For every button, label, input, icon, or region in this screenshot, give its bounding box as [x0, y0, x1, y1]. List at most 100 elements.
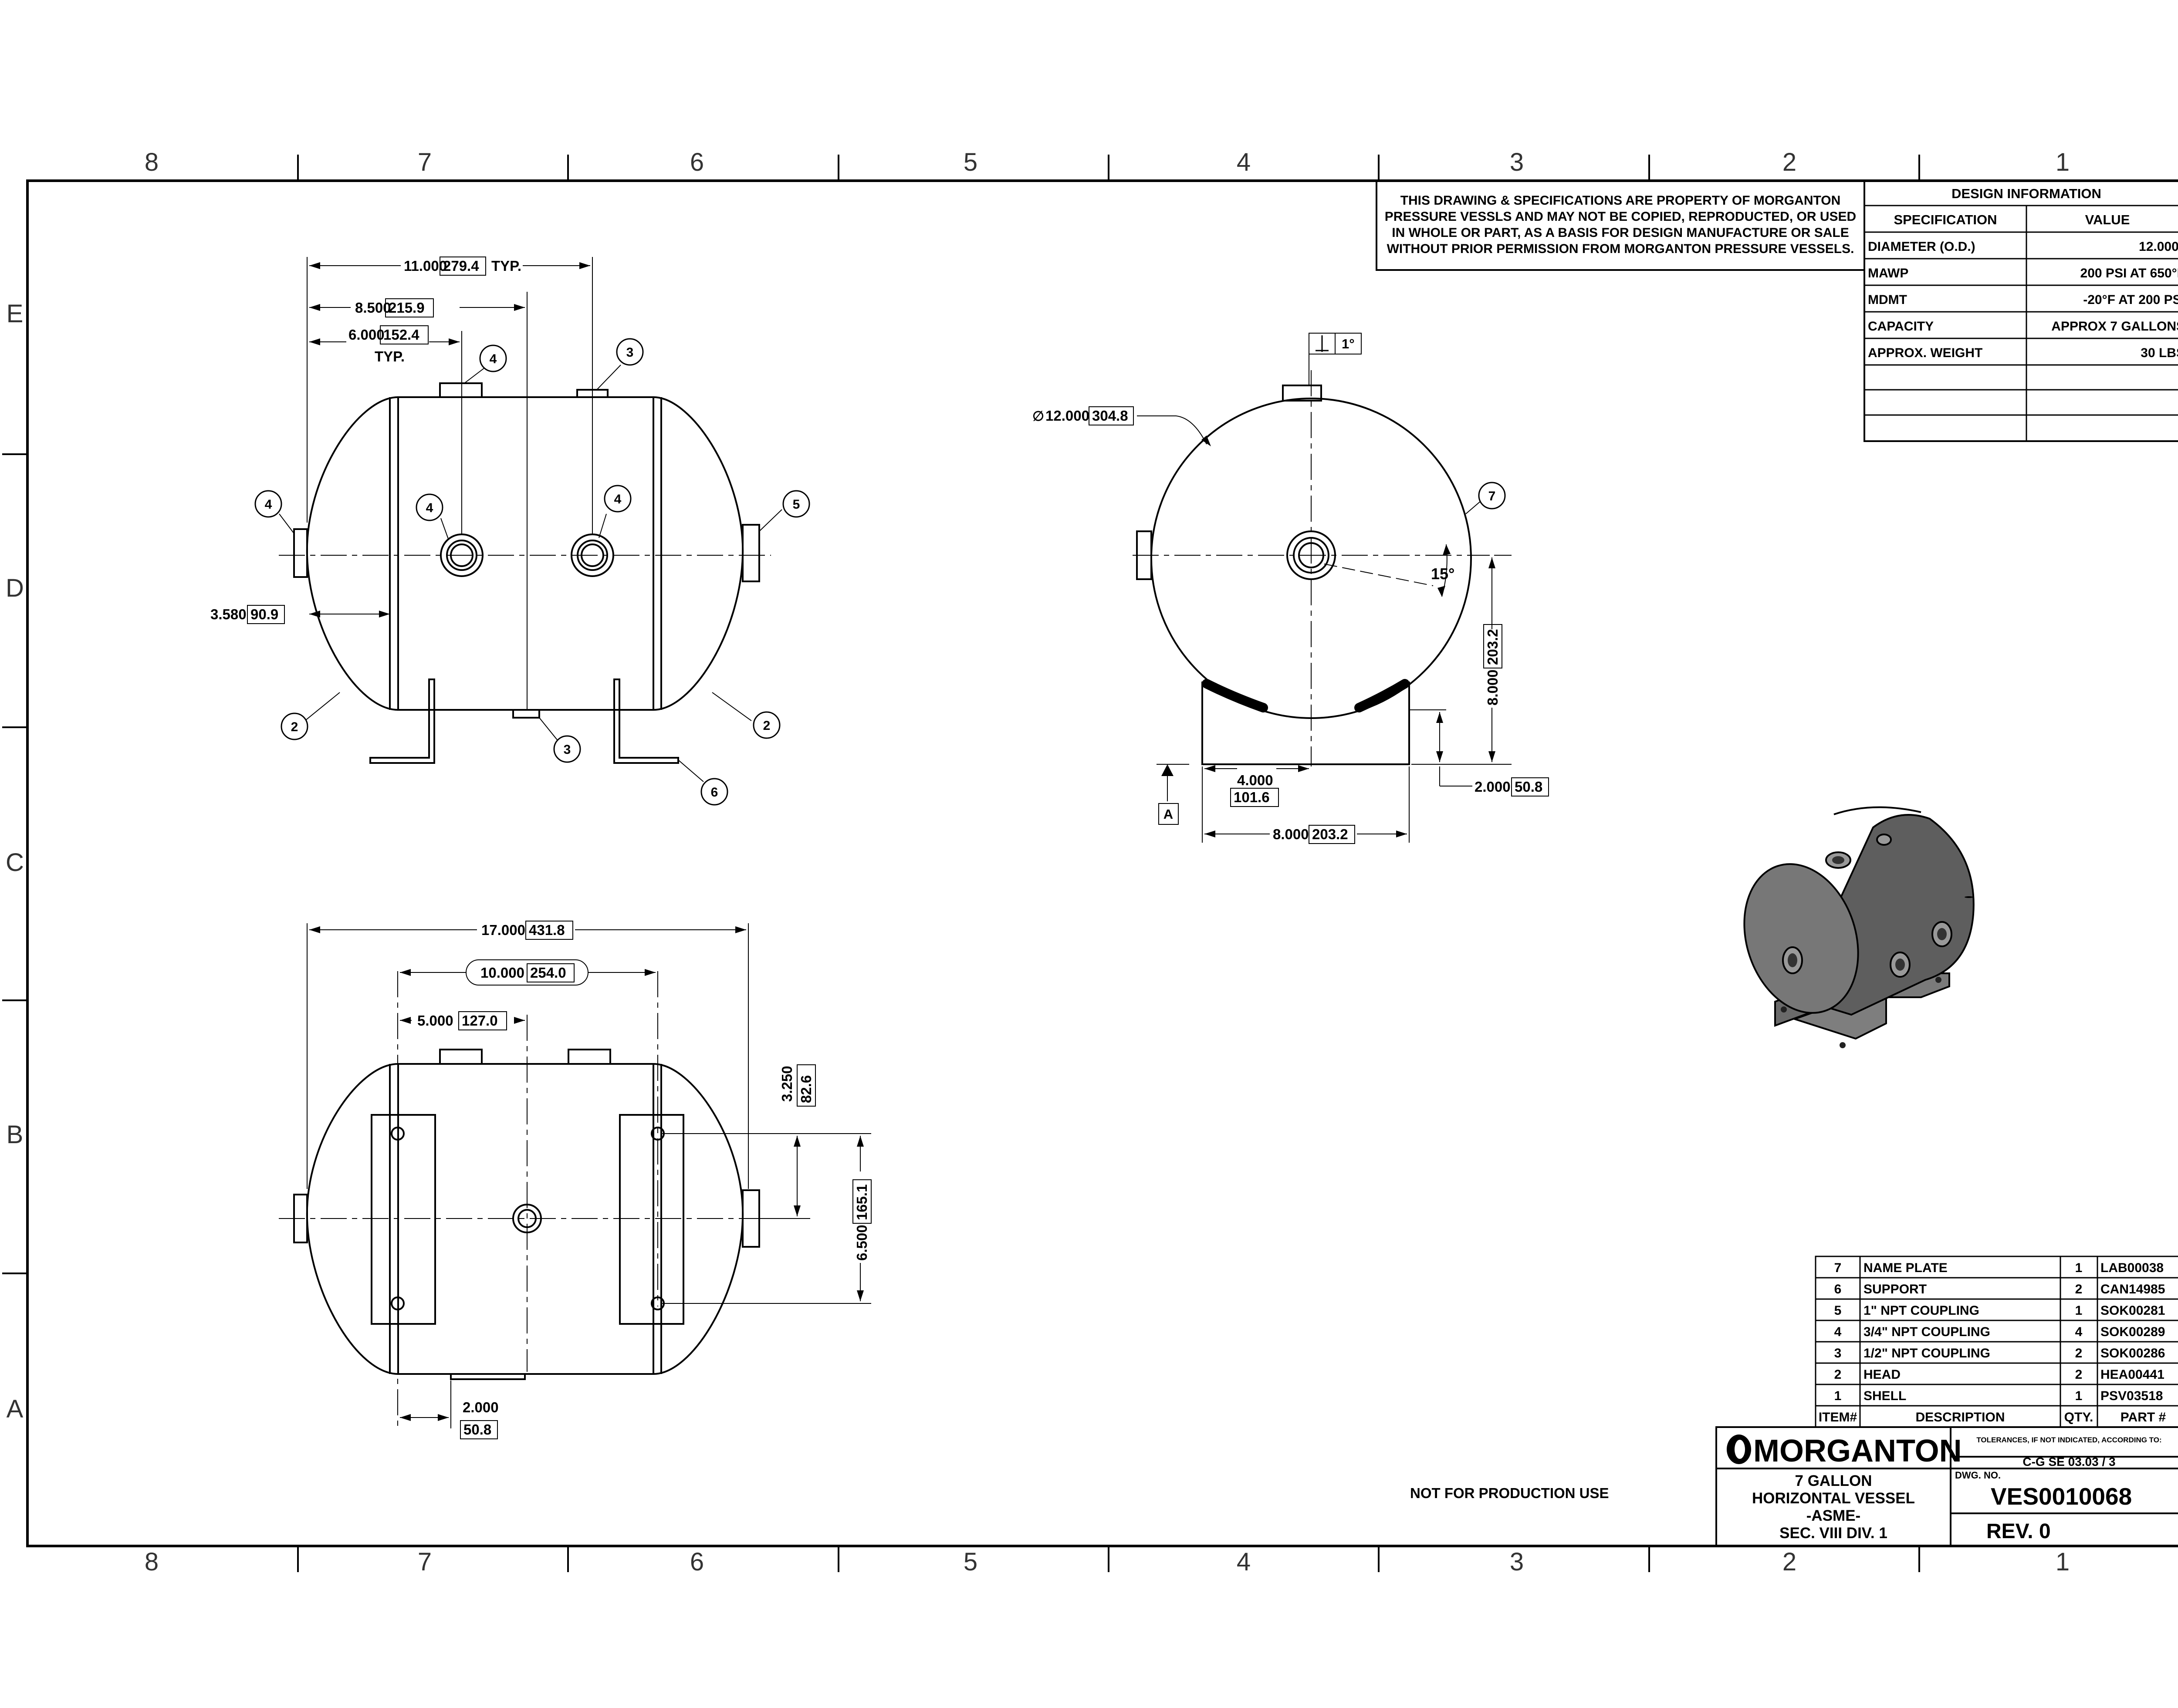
bottom-view-arrows	[309, 926, 864, 1421]
side-view-balloons	[254, 338, 810, 806]
zone-col-5-top: 5	[964, 148, 977, 176]
balloon-label: 6	[711, 785, 718, 800]
datum-label: A	[1163, 807, 1173, 822]
side-view-balloon-labels: 4 3 4 4 4 5 2 2 3 6	[265, 345, 800, 800]
dim-2-in: 2.000	[463, 1399, 499, 1415]
spec-label: APPROX. WEIGHT	[1868, 346, 1982, 360]
bom-part: CAN14985	[2100, 1282, 2165, 1296]
zone-col-2-bottom: 2	[1782, 1548, 1796, 1576]
title-line-1: 7 GALLON	[1795, 1472, 1872, 1489]
bom-part: LAB00038	[2100, 1261, 2164, 1275]
balloon	[700, 778, 728, 806]
support-plate-left	[371, 1114, 436, 1325]
zone-row-E-left: E	[7, 300, 24, 328]
isometric-vessel-view	[1743, 806, 1975, 1048]
balloon	[753, 711, 781, 739]
dim-10-mm: 254.0	[530, 965, 566, 981]
dwg-no-label: DWG. NO.	[1955, 1470, 2001, 1481]
zone-col-1-top: 1	[2056, 148, 2070, 176]
zone-markers	[2, 155, 1920, 1572]
balloon-label: 4	[614, 492, 622, 506]
zone-col-8-top: 8	[145, 148, 159, 176]
spec-label: MDMT	[1868, 293, 1907, 307]
balloon-label: 2	[291, 720, 298, 734]
bom-part: HEA00441	[2100, 1367, 2164, 1382]
bom-part: PSV03518	[2100, 1389, 2163, 1403]
bom-qty: 2	[2075, 1367, 2083, 1382]
bom-header-desc: DESCRIPTION	[1915, 1410, 2005, 1424]
bom-desc: HEAD	[1863, 1367, 1901, 1382]
design-info-col-spec: SPECIFICATION	[1894, 212, 1997, 227]
dim-11-typ: TYP.	[491, 258, 521, 274]
dim-2-mm: 50.8	[463, 1421, 491, 1438]
coupling-left-end	[293, 528, 308, 578]
dim-4-in: 4.000	[1237, 772, 1273, 788]
tolerances-label: TOLERANCES, IF NOT INDICATED, ACCORDING …	[1976, 1436, 2161, 1444]
bom-header-item: ITEM#	[1819, 1410, 1857, 1424]
bom-item: 7	[1834, 1261, 1842, 1275]
balloon	[416, 493, 443, 521]
balloon	[254, 490, 282, 518]
side-view-dimensions: 11.000 279.4 TYP. 8.500 215.9 6.000 152.…	[210, 257, 521, 624]
coupling-1-2-bottom	[512, 709, 540, 719]
copyright-notice: THIS DRAWING & SPECIFICATIONS ARE PROPER…	[1376, 180, 1865, 271]
bill-of-materials: 7 NAME PLATE 1 LAB00038 6 SUPPORT 2 CAN1…	[1815, 1256, 2178, 1428]
bom-part: SOK00286	[2100, 1346, 2165, 1360]
bom-header-qty: QTY.	[2064, 1410, 2093, 1424]
balloon-label: 4	[265, 497, 272, 512]
zone-col-8-bottom: 8	[145, 1548, 159, 1576]
dim-6-in: 6.000	[348, 327, 385, 343]
isometric-end-cap	[1743, 863, 1859, 1014]
company-name: MORGANTON	[1753, 1434, 1962, 1468]
zone-col-5-bottom: 5	[964, 1548, 977, 1576]
zone-row-C-left: C	[6, 848, 24, 877]
zone-col-4-top: 4	[1237, 148, 1251, 176]
dim-dia-in: 12.000	[1045, 408, 1089, 424]
notice-line-3: IN WHOLE OR PART, AS A BASIS FOR DESIGN …	[1392, 226, 1849, 240]
spec-value: 30 LBS	[2141, 346, 2178, 360]
bom-part: SOK00289	[2100, 1325, 2165, 1339]
dim-flatness-1deg: 1°	[1342, 336, 1355, 351]
zone-col-4-bottom: 4	[1237, 1548, 1251, 1576]
dim-17-in: 17.000	[481, 922, 525, 938]
spec-label: MAWP	[1868, 266, 1908, 280]
dim-6-5-in: 6.500	[854, 1225, 870, 1261]
bom-item: 4	[1834, 1325, 1842, 1339]
zone-col-3-bottom: 3	[1510, 1548, 1524, 1576]
diameter-symbol: ∅	[1032, 408, 1044, 424]
notice-line-2: PRESSURE VESSLS AND MAY NOT BE COPIED, R…	[1385, 209, 1856, 224]
dim-8-v-in: 8.000	[1485, 669, 1501, 705]
dim-6-mm: 152.4	[383, 327, 419, 343]
balloon-label: 3	[626, 345, 634, 360]
drawing-number: VES0010068	[1991, 1483, 2132, 1510]
zone-col-6-top: 6	[690, 148, 704, 176]
production-note: NOT FOR PRODUCTION USE	[1410, 1485, 1609, 1501]
bom-item: 1	[1834, 1389, 1842, 1403]
title-line-4: SEC. VIII DIV. 1	[1779, 1525, 1887, 1542]
dim-8-5-mm: 215.9	[389, 300, 425, 316]
bom-qty: 4	[2075, 1325, 2083, 1339]
balloon	[782, 490, 810, 518]
support-left	[369, 678, 435, 764]
dim-5-in: 5.000	[417, 1013, 453, 1029]
notice-line-1: THIS DRAWING & SPECIFICATIONS ARE PROPER…	[1400, 193, 1841, 208]
tolerances-value: C-G SE 03.03 / 3	[2022, 1455, 2115, 1468]
bom-qty: 1	[2075, 1261, 2083, 1275]
zone-col-6-bottom: 6	[690, 1548, 704, 1576]
bom-desc: 3/4" NPT COUPLING	[1863, 1325, 1990, 1339]
bottom-view-dimensions: 17.000 431.8 10.000 254.0 5.000 127.0 2.…	[417, 921, 872, 1439]
shell	[397, 396, 654, 711]
dim-3-58-in: 3.580	[210, 606, 247, 622]
dim-11-in: 11.000	[404, 258, 447, 274]
dim-11-mm: 279.4	[443, 258, 479, 274]
bottom-view	[279, 923, 871, 1428]
balloon	[553, 735, 581, 763]
end-view-arrows	[1161, 435, 1495, 837]
coupling-3-4-top	[439, 382, 483, 398]
dim-3-25-mm: 82.6	[798, 1075, 814, 1103]
zone-col-3-top: 3	[1510, 148, 1524, 176]
dim-4-mm: 101.6	[1234, 789, 1270, 805]
side-view	[279, 257, 782, 782]
spec-label: DIAMETER (O.D.)	[1868, 240, 1975, 254]
bom-header-part: PART #	[2121, 1410, 2166, 1424]
